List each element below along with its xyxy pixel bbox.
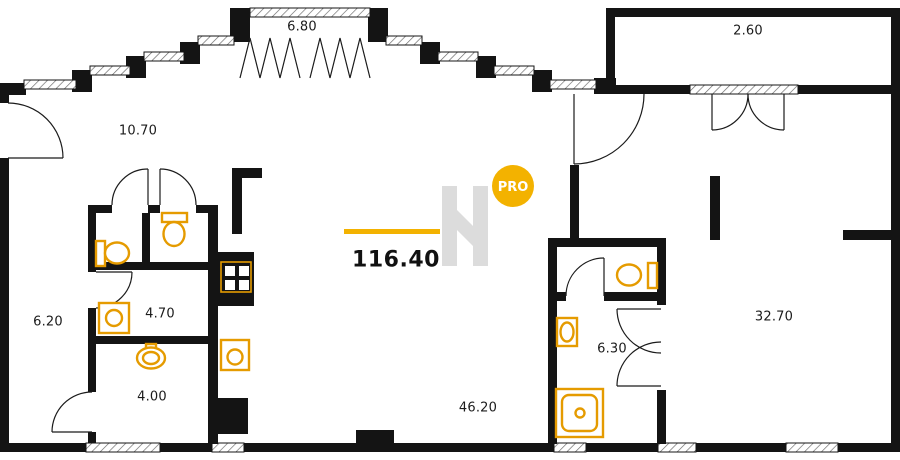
fixtures: [94, 211, 659, 439]
shaft-grid-icon: [220, 261, 252, 293]
facade-windows: [23, 7, 839, 453]
room-area-label-corridor: 6.20: [33, 314, 63, 330]
kitchen-sink-icon: [219, 338, 251, 372]
sink-icon: [135, 342, 167, 370]
total-area-underline: [344, 229, 440, 234]
outer-walls: [0, 8, 900, 452]
door-arc: [51, 391, 93, 433]
window-pier: [72, 8, 616, 94]
washing-machine-icon: [97, 301, 131, 335]
room-area-label-hall: 10.70: [118, 123, 158, 139]
room-area-label-bathroom-small: 4.70: [145, 306, 175, 322]
doors: [7, 93, 785, 433]
door-arc: [711, 93, 785, 131]
door-arc: [616, 308, 662, 387]
sink-icon: [555, 316, 579, 348]
room-area-label-loggia-right: 2.60: [733, 23, 763, 39]
toilet-icon: [160, 211, 189, 248]
logo-badge-circle: [492, 165, 534, 207]
room-area-label-bedroom: 32.70: [754, 309, 794, 325]
door-arc: [7, 102, 64, 159]
window: [23, 7, 799, 95]
interior-walls: [88, 165, 891, 444]
door-arc: [573, 93, 645, 165]
watermark: PRO: [344, 165, 534, 266]
logo-h-icon: [442, 186, 488, 266]
total-area-label: 116.40: [352, 247, 440, 273]
door-arc: [111, 168, 149, 206]
door-arc: [159, 168, 197, 206]
room-area-label-living-kitchen: 46.20: [458, 400, 498, 416]
room-area-label-balcony-top: 6.80: [287, 19, 317, 35]
folding-door-icon: [239, 37, 371, 79]
bottom-windows: [85, 442, 839, 453]
toilet-icon: [615, 261, 659, 290]
door-arc: [565, 257, 605, 297]
room-area-label-bathroom-left: 4.00: [137, 389, 167, 405]
logo-badge-text: PRO: [498, 180, 529, 195]
toilet-icon: [94, 239, 131, 268]
room-area-label-bathroom-right: 6.30: [597, 341, 627, 357]
shower-tray-icon: [554, 387, 605, 439]
